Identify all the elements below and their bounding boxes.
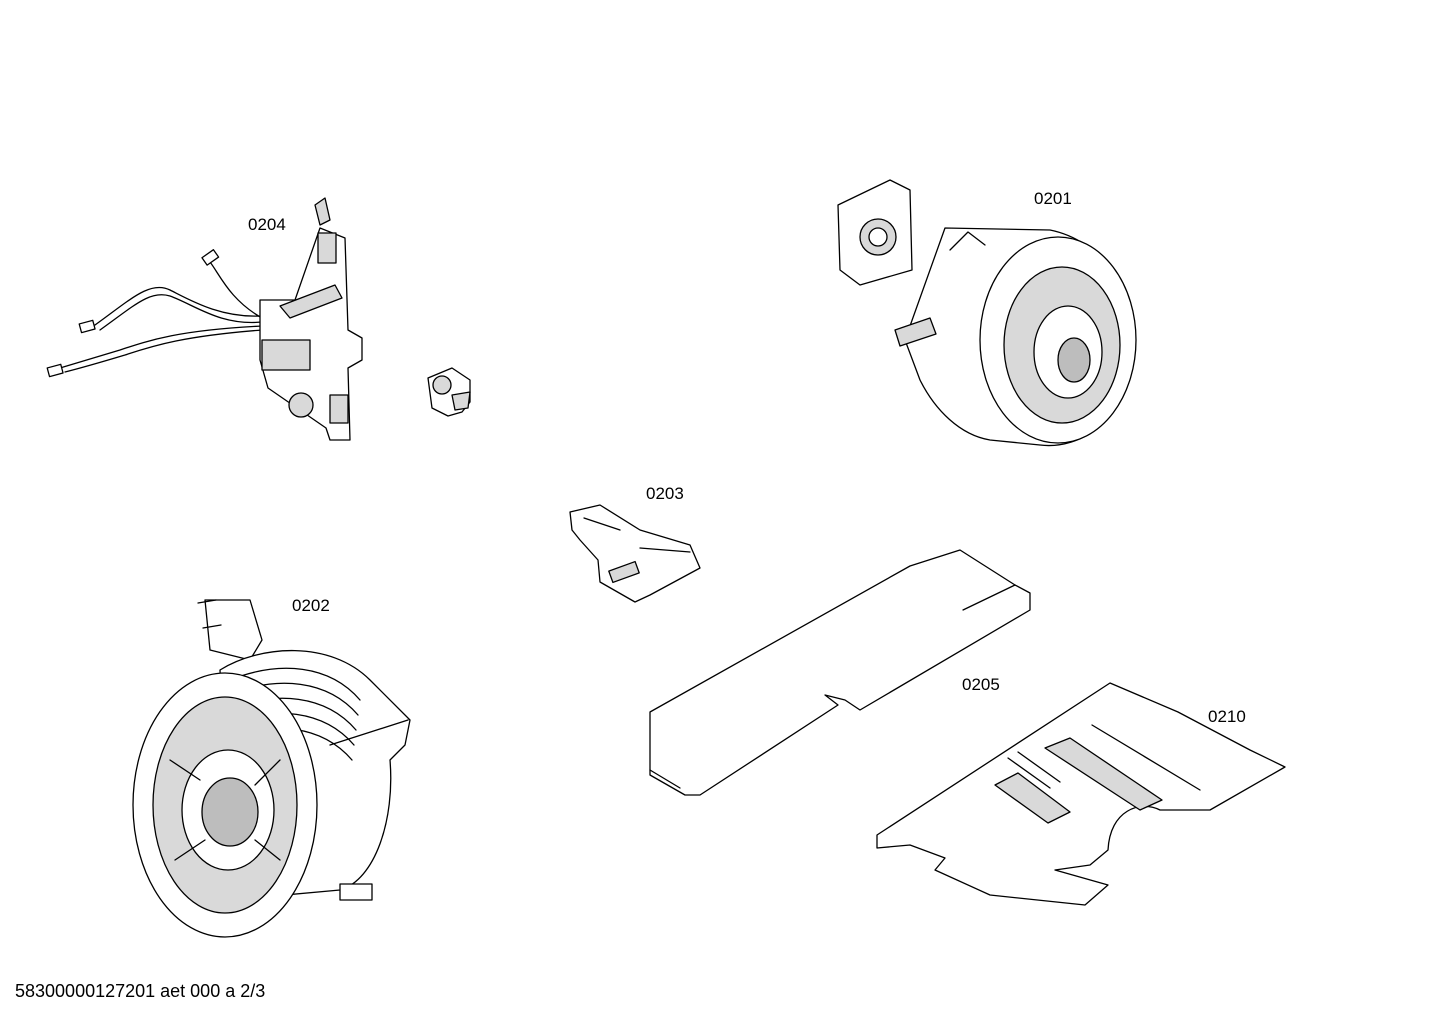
part-0205-filter-plate[interactable] bbox=[649, 549, 1031, 796]
label-0201: 0201 bbox=[1034, 189, 1072, 208]
label-0202: 0202 bbox=[292, 596, 330, 615]
part-0204-electronic-module[interactable] bbox=[46, 197, 363, 441]
drawing-reference-footer: 58300000127201 aet 000 a 2/3 bbox=[15, 981, 266, 1001]
label-0204: 0204 bbox=[248, 215, 286, 234]
part-0202-cable-reel[interactable] bbox=[132, 599, 411, 938]
part-0203-switch-bracket[interactable] bbox=[569, 504, 701, 603]
part-0204-small-clip[interactable] bbox=[427, 367, 471, 417]
label-0210: 0210 bbox=[1208, 707, 1246, 726]
label-0205: 0205 bbox=[962, 675, 1000, 694]
part-0210-insulation-plate[interactable] bbox=[876, 682, 1286, 906]
part-0201-motor[interactable] bbox=[837, 179, 1137, 447]
label-0203: 0203 bbox=[646, 484, 684, 503]
